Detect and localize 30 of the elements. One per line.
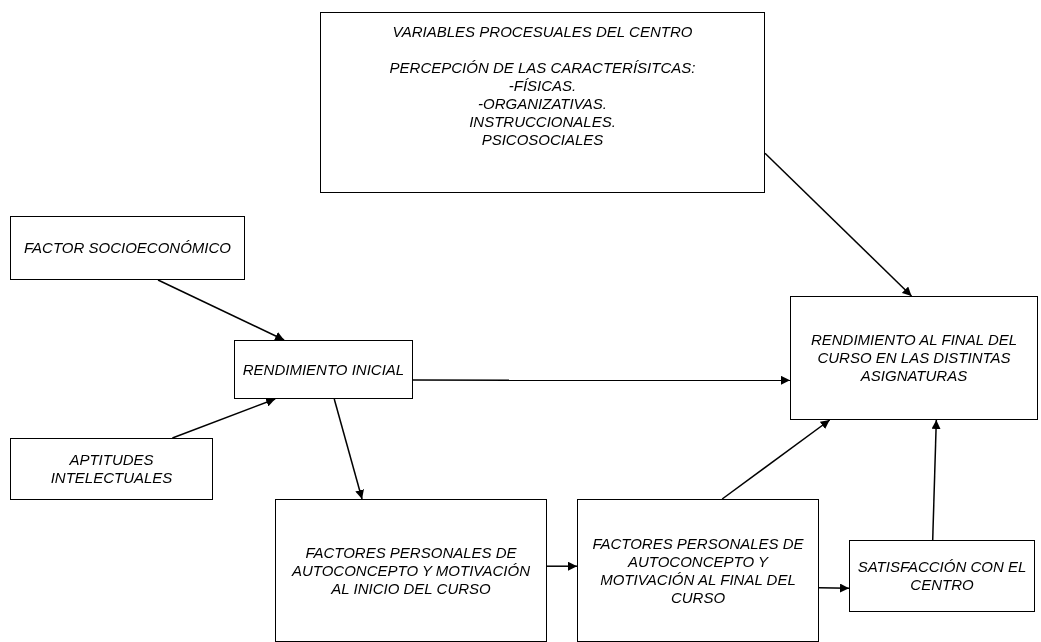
arrow <box>721 419 831 500</box>
box-text: INSTRUCCIONALES. <box>469 113 616 131</box>
box-text: PSICOSOCIALES <box>481 131 604 149</box>
text-box <box>577 499 819 642</box>
text-box <box>790 296 1038 420</box>
text-box <box>10 216 245 280</box>
box-text: RENDIMIENTO INICIAL <box>242 360 405 379</box>
arrow <box>764 152 913 297</box>
box-text: FACTOR SOCIOECONÓMICO <box>24 239 231 257</box>
box-text: SATISFACCIÓN CON EL CENTRO <box>856 558 1028 594</box>
arrow <box>157 279 285 341</box>
box-text: PERCEPCIÓN DE LAS CARACTERÍSITCAS: <box>389 59 696 77</box>
arrow <box>931 419 941 541</box>
box-text: -FÍSICAS. <box>508 77 577 95</box>
arrow <box>546 561 578 571</box>
box-text: -ORGANIZATIVAS. <box>478 95 607 113</box>
text-box <box>849 540 1035 612</box>
arrow <box>333 398 364 500</box>
text-box <box>275 499 547 642</box>
text-box <box>10 438 213 500</box>
box-text: FACTORES PERSONALES DE AUTOCONCEPTO Y MOTIVACIÓN AL INICIO DEL CURSO <box>290 543 532 598</box>
arrow <box>412 375 791 385</box>
box-text: APTITUDES INTELECTUALES <box>49 451 174 487</box>
arrow <box>818 583 850 593</box>
box-text: VARIABLES PROCESUALES DEL CENTRO <box>392 23 693 41</box>
arrow <box>171 398 276 439</box>
text-box <box>320 12 765 193</box>
box-text: FACTORES PERSONALES DE AUTOCONCEPTO Y MOTIVACIÓN AL FINAL DEL CURSO <box>591 534 805 607</box>
box-text: RENDIMIENTO AL FINAL DEL CURSO EN LAS DISTINTAS ASIGNATURAS <box>809 331 1019 385</box>
text-box <box>234 340 413 399</box>
